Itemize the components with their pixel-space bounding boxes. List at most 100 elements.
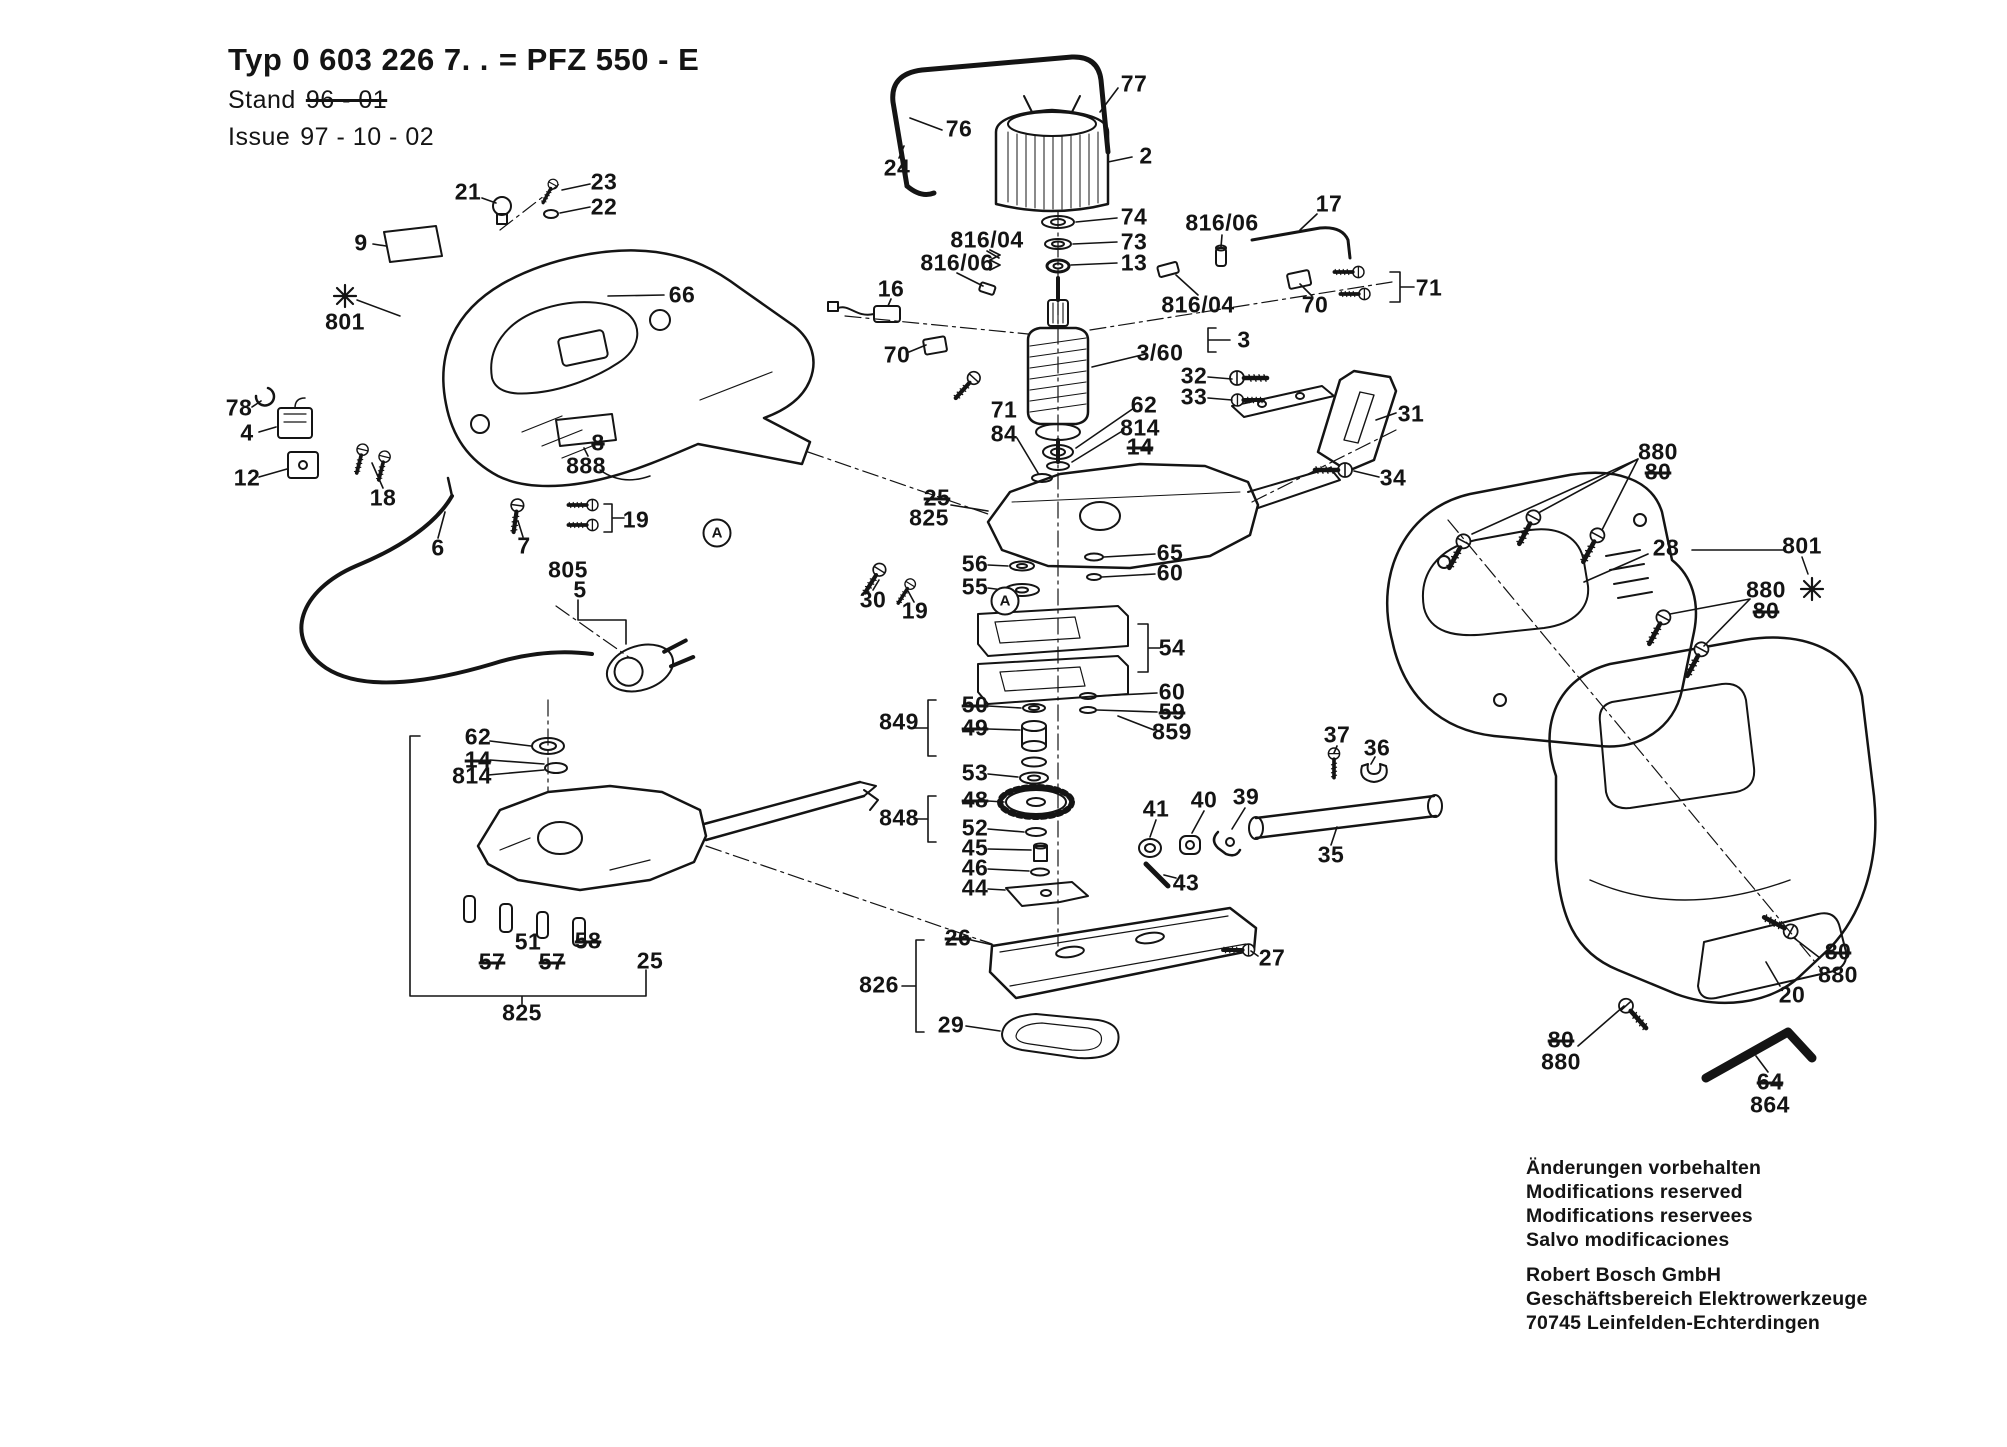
footer-notice: Änderungen vorbehalten Modifications res… xyxy=(1526,1156,1868,1335)
notice-line: Salvo modificaciones xyxy=(1526,1229,1730,1251)
part-label-54: 54 xyxy=(1158,634,1186,661)
part-label-859: 859 xyxy=(1152,718,1192,745)
part-label-80: 80 xyxy=(1752,597,1780,624)
part-label-56: 56 xyxy=(961,550,989,577)
part-label-59: 59 xyxy=(1158,698,1186,725)
part-label-888: 888 xyxy=(566,452,606,479)
part-label-30: 30 xyxy=(859,586,887,613)
gear-train-drawing xyxy=(977,552,1129,907)
part-label-32: 32 xyxy=(1180,362,1208,389)
part-label-825: 825 xyxy=(502,999,542,1026)
notice-line: Änderungen vorbehalten xyxy=(1526,1157,1762,1179)
field-coil-drawing xyxy=(994,95,1110,213)
part-label-880: 880 xyxy=(1541,1048,1581,1075)
part-label-70: 70 xyxy=(1301,291,1329,318)
part-label-26: 26 xyxy=(944,924,972,951)
part-label-826: 826 xyxy=(859,971,899,998)
part-label-16: 16 xyxy=(877,275,905,302)
part-label-28: 28 xyxy=(1652,534,1680,561)
part-label-25: 25 xyxy=(636,947,664,974)
typ-number: 0 603 226 7. . xyxy=(292,42,489,77)
model-name: = PFZ 550 - E xyxy=(498,42,700,77)
base-plate-drawing xyxy=(988,906,1258,1060)
part-label-849: 849 xyxy=(879,708,919,735)
part-label-66: 66 xyxy=(668,281,696,308)
part-label-19: 19 xyxy=(622,506,650,533)
part-label-7: 7 xyxy=(517,532,531,559)
issue-label: Issue xyxy=(228,123,291,151)
part-label-31: 31 xyxy=(1397,400,1425,427)
center-axes xyxy=(499,181,1821,969)
part-label-78: 78 xyxy=(225,394,253,421)
part-label-2: 2 xyxy=(1139,142,1153,169)
part-label-34: 34 xyxy=(1379,464,1407,491)
part-label-880: 880 xyxy=(1746,576,1786,603)
part-label-9: 9 xyxy=(354,229,368,256)
part-label-3-60: 3/60 xyxy=(1136,339,1184,366)
part-label-84: 84 xyxy=(990,420,1018,447)
part-label-37: 37 xyxy=(1323,721,1351,748)
part-label-49: 49 xyxy=(961,714,989,741)
part-label-17: 17 xyxy=(1315,190,1343,217)
part-label-801: 801 xyxy=(325,308,365,335)
part-label-73: 73 xyxy=(1120,228,1148,255)
part-label-825: 825 xyxy=(909,504,949,531)
part-label-12: 12 xyxy=(233,464,261,491)
part-label-25: 25 xyxy=(923,484,951,511)
part-label-44: 44 xyxy=(961,874,989,901)
part-label-36: 36 xyxy=(1363,734,1391,761)
part-label-80: 80 xyxy=(1644,458,1672,485)
part-label-801: 801 xyxy=(1782,532,1822,559)
typ-label: Typ xyxy=(228,42,283,77)
part-label-45: 45 xyxy=(961,834,989,861)
part-label-13: 13 xyxy=(1120,249,1148,276)
part-label-76: 76 xyxy=(945,115,973,142)
part-label-62: 62 xyxy=(464,723,492,750)
part-label-24: 24 xyxy=(883,154,911,181)
leader-lines xyxy=(251,87,1821,1073)
part-label-816-04: 816/04 xyxy=(950,226,1024,253)
part-label-62: 62 xyxy=(1130,391,1158,418)
part-label-814: 814 xyxy=(452,762,492,789)
part-label-52: 52 xyxy=(961,814,989,841)
part-label-816-06: 816/06 xyxy=(920,249,994,276)
part-label-23: 23 xyxy=(590,168,618,195)
part-label-39: 39 xyxy=(1232,783,1260,810)
part-label-8: 8 xyxy=(591,429,605,456)
part-label-74: 74 xyxy=(1120,203,1148,230)
part-label-46: 46 xyxy=(961,854,989,881)
cable-plug-drawing xyxy=(299,476,696,693)
part-label-51: 51 xyxy=(514,928,542,955)
company-address: 70745 Leinfelden-Echterdingen xyxy=(1526,1312,1821,1334)
part-label-65: 65 xyxy=(1156,539,1184,566)
part-label-60: 60 xyxy=(1158,678,1186,705)
part-label-805: 805 xyxy=(548,556,588,583)
part-label-880: 880 xyxy=(1818,961,1858,988)
stand-value: 96 - 01 xyxy=(305,86,388,114)
part-label-80: 80 xyxy=(1547,1026,1575,1053)
part-label-22: 22 xyxy=(590,193,618,220)
part-label-18: 18 xyxy=(369,484,397,511)
part-label-48: 48 xyxy=(961,786,989,813)
part-label-70: 70 xyxy=(883,341,911,368)
star-icon xyxy=(332,283,1825,602)
part-label-14: 14 xyxy=(464,746,492,773)
part-label-64: 64 xyxy=(1756,1068,1784,1095)
brush-cluster-drawing xyxy=(827,226,1372,608)
part-label-41: 41 xyxy=(1142,795,1170,822)
bail-handle-drawing xyxy=(890,54,1111,197)
assembly-marker-A: A xyxy=(990,586,1020,616)
part-label-14: 14 xyxy=(1126,433,1154,460)
part-label-816-06: 816/06 xyxy=(1185,209,1259,236)
part-label-80: 80 xyxy=(1824,938,1852,965)
part-label-71: 71 xyxy=(1415,274,1443,301)
notice-line: Modifications reservees xyxy=(1526,1205,1753,1227)
part-label-27: 27 xyxy=(1258,944,1286,971)
part-label-864: 864 xyxy=(1750,1091,1790,1118)
part-label-29: 29 xyxy=(937,1011,965,1038)
part-label-848: 848 xyxy=(879,804,919,831)
